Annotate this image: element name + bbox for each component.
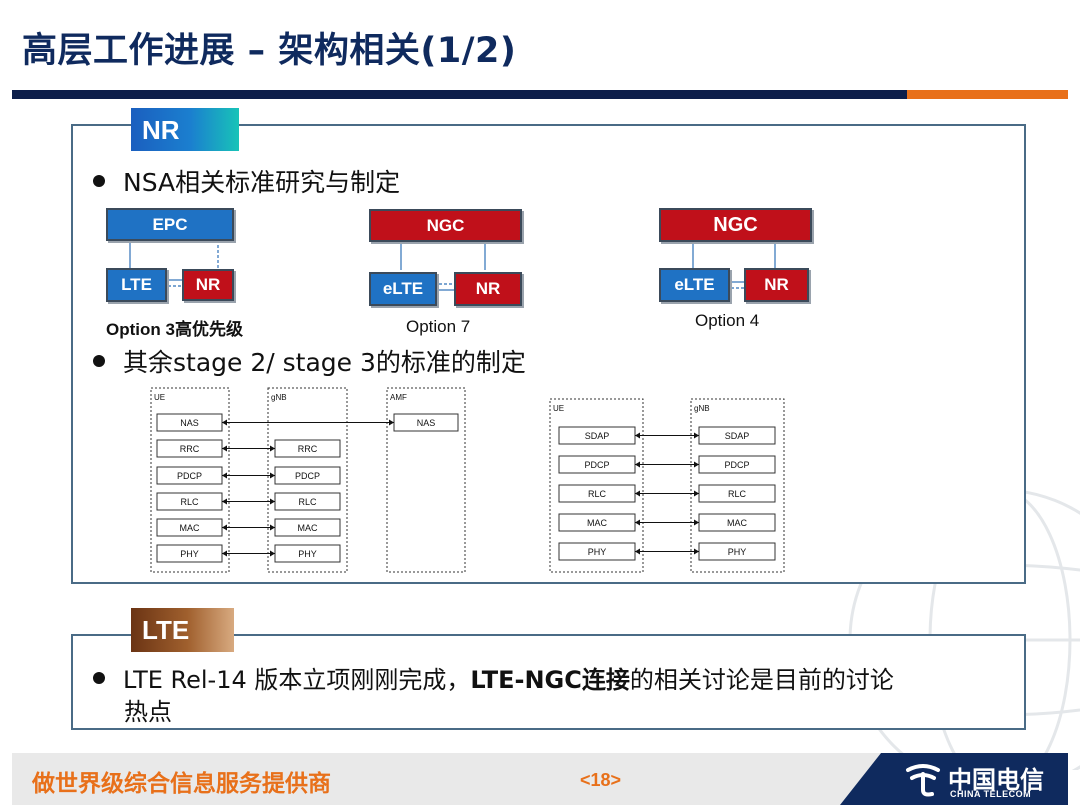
option3-nr-node: NR — [182, 269, 234, 301]
stack-left-ue-layer-text: PDCP — [177, 471, 202, 481]
option4-core-ngc: NGC — [659, 208, 812, 242]
stack-right-peer-arrow-head-l — [635, 548, 640, 555]
stack-left-gnb-layer-text: RRC — [298, 444, 318, 454]
option4-nr-node: NR — [744, 268, 809, 302]
bullet-dot — [93, 672, 105, 684]
stack-right-ue-layer-text: SDAP — [585, 431, 610, 441]
stack-right-gnb-layer-text: PHY — [728, 547, 747, 557]
stack-left-peer-arrow-head-l — [222, 445, 227, 452]
stack-left-amf-layer-text: NAS — [417, 418, 436, 428]
stack-right-peer-arrow-head-l — [635, 490, 640, 497]
option4-elte-node: eLTE — [659, 268, 730, 302]
stack-left-peer-arrow-head-r — [270, 445, 275, 452]
stack-right-ue-frame — [549, 398, 644, 573]
stack-left-ue-layer-text: MAC — [180, 523, 201, 533]
stack-right-peer-arrow-head-r — [694, 432, 699, 439]
stack-left-peer-arrow-head-l — [222, 550, 227, 557]
title-accent — [907, 90, 1068, 99]
page-title: 高层工作进展 – 架构相关(1/2) — [22, 31, 517, 71]
option4-connectors — [692, 238, 776, 289]
lte-bullet-line2: 热点 — [124, 698, 172, 726]
option7-elte-node: eLTE — [369, 272, 437, 306]
stack-left-gnb-layer-text: PDCP — [295, 471, 320, 481]
page-number: <18> — [580, 770, 622, 790]
nr-bullet-stage: 其余stage 2/ stage 3的标准的制定 — [93, 343, 526, 379]
nr-section-tag: NR — [131, 108, 239, 151]
stack-right-peer-arrow-head-r — [694, 461, 699, 468]
stack-left-peer-arrow-head-r — [270, 498, 275, 505]
stack-left-ue-layer-text: NAS — [180, 418, 199, 428]
stack-right-peer-arrow-head-r — [694, 519, 699, 526]
stack-right-peer-arrow-head-l — [635, 461, 640, 468]
stack-left-ue-layer-text: PHY — [180, 549, 199, 559]
option7-connectors — [400, 240, 486, 291]
stack-left-amf-frame-label: AMF — [390, 393, 407, 402]
stack-left-peer-arrow-head-r — [270, 550, 275, 557]
stack-right-gnb-layer-text: SDAP — [725, 431, 750, 441]
stack-left-ue-frame-label: UE — [154, 393, 165, 402]
option3-connectors — [129, 240, 219, 287]
stack-left-peer-arrow-head-r — [270, 472, 275, 479]
footer-slogan: 做世界级综合信息服务提供商 — [32, 771, 331, 797]
stack-right-peer-arrow-head-r — [694, 490, 699, 497]
stack-right-gnb-frame-label: gNB — [694, 404, 710, 413]
stack-right-gnb-layer-text: MAC — [727, 518, 748, 528]
stack-right-peer-arrow-head-r — [694, 548, 699, 555]
lte-bullet: LTE Rel-14 版本立项刚刚完成，LTE-NGC连接的相关讨论是目前的讨论 — [93, 660, 894, 695]
stack-left-peer-arrow-head-l — [222, 472, 227, 479]
logo-band — [840, 753, 1068, 805]
stack-left-ue-layer-text: RLC — [180, 497, 199, 507]
stack-right-ue-layer-text: PDCP — [584, 460, 609, 470]
stack-left-ue-layer-text: RRC — [180, 444, 200, 454]
option4-caption: Option 4 — [695, 311, 760, 330]
title-underline — [12, 90, 907, 99]
china-telecom-logo-icon — [906, 764, 940, 797]
logo-text-cn: 中国电信 — [948, 766, 1044, 794]
stack-left-peer-arrow-head-r — [270, 524, 275, 531]
option3-core-epc: EPC — [106, 208, 234, 241]
stack-left-nas-arrow-head-l — [222, 419, 227, 426]
stack-right-peer-arrow-head-l — [635, 519, 640, 526]
stack-right-gnb-layer-text: PDCP — [724, 460, 749, 470]
stack-left-amf-frame — [386, 387, 466, 573]
option3-lte-node: LTE — [106, 268, 167, 302]
stack-left-peer-arrow-head-l — [222, 524, 227, 531]
stack-right-ue-frame-label: UE — [553, 404, 564, 413]
lte-section-tag: LTE — [131, 608, 234, 652]
stack-left-gnb-frame — [267, 387, 348, 573]
stack-left-gnb-frame-label: gNB — [271, 393, 287, 402]
stack-left-gnb-layer-text: PHY — [298, 549, 317, 559]
stack-right-peer-arrow-head-l — [635, 432, 640, 439]
stack-right-gnb-frame — [690, 398, 785, 573]
stack-right-ue-layer-text: RLC — [588, 489, 607, 499]
stack-right-ue-layer-text: MAC — [587, 518, 608, 528]
stack-right-gnb-layer-text: RLC — [728, 489, 747, 499]
stack-left-gnb-layer-text: MAC — [298, 523, 319, 533]
option7-core-ngc: NGC — [369, 209, 522, 242]
option7-caption: Option 7 — [406, 317, 471, 336]
stack-left-gnb-layer-text: RLC — [298, 497, 317, 507]
stack-left-nas-arrow-head-r — [389, 419, 394, 426]
bullet-dot — [93, 355, 105, 367]
nr-panel — [71, 124, 1026, 584]
logo-text-en: CHINA TELECOM — [950, 789, 1032, 799]
stack-left-ue-frame — [150, 387, 230, 573]
option7-nr-node: NR — [454, 272, 522, 306]
nr-bullet-nsa: NSA相关标准研究与制定 — [93, 163, 400, 199]
option3-caption: Option 3高优先级 — [106, 320, 243, 339]
stack-left-peer-arrow-head-l — [222, 498, 227, 505]
stack-right-ue-layer-text: PHY — [588, 547, 607, 557]
bullet-dot — [93, 175, 105, 187]
